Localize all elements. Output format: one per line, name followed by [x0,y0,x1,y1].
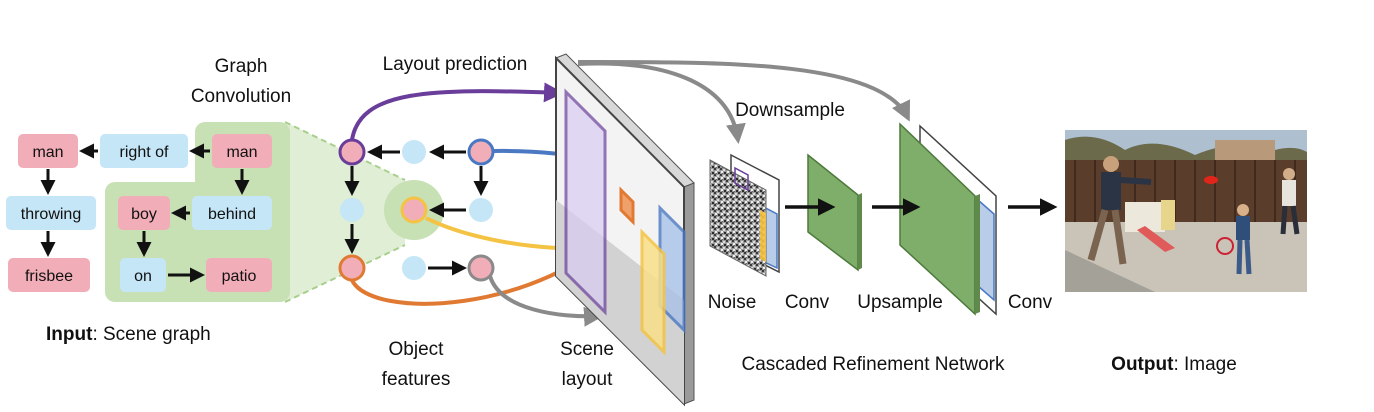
output-caption: Output: Image [1111,354,1237,375]
scene-layout-label-1: Scene [560,339,614,360]
feature-node-orange [338,254,366,282]
svg-text:frisbee: frisbee [25,268,73,285]
node-frisbee: frisbee [8,258,90,292]
layout-prediction-label: Layout prediction [383,54,528,75]
node-throwing: throwing [6,196,96,230]
scene-layout: Layout prediction Scene layout [383,53,695,407]
conv-label-2: Conv [1008,292,1053,313]
upsample-label: Upsample [857,292,943,313]
svg-text:throwing: throwing [21,206,81,223]
object-features-label-1: Object [389,339,445,360]
conv-label-1: Conv [785,292,830,313]
conv-block-1 [807,153,859,272]
gray-route [488,275,604,327]
feature-node-rel-1 [402,140,426,164]
feature-node-rel-3 [469,198,493,222]
feature-node-rel-4 [402,256,426,280]
node-boy: boy [118,196,170,230]
svg-text:patio: patio [222,268,257,285]
object-features-label-2: features [382,369,451,390]
graph-conv-title-1: Graph [215,56,268,77]
node-man-left: man [18,134,78,168]
svg-text:on: on [134,268,152,285]
graph-convolution: Graph Convolution Object features [191,56,664,390]
feature-node-purple [338,138,366,166]
graph-conv-title-2: Convolution [191,86,291,107]
feature-node-gray [467,254,495,282]
cascaded-refinement-network: Downsample Noise Conv Upsample Conv Casc… [577,59,1058,375]
node-patio: patio [206,258,272,292]
svg-text:right of: right of [120,144,169,161]
downsample-label: Downsample [735,100,845,121]
noise-label: Noise [708,292,757,313]
layout-box-orange [619,186,635,226]
input-caption: Input: Scene graph [46,324,211,345]
node-on: on [120,258,166,292]
output-image: Output: Image [1065,130,1307,375]
node-man-right: man [212,134,272,168]
layout-box-purple [564,88,607,316]
feature-node-yellow [400,196,428,224]
downsample-arrow-2 [577,59,911,122]
svg-text:man: man [226,144,257,161]
svg-text:boy: boy [131,206,157,223]
svg-text:behind: behind [208,206,256,223]
purple-route [350,82,564,141]
feature-node-rel-2 [340,198,364,222]
graph-edges [40,143,250,283]
node-behind: behind [192,196,272,230]
scene-graph: man right of man throwing boy behind fri… [6,121,406,345]
scene-layout-label-2: layout [562,369,613,390]
feature-node-blue [467,138,495,166]
svg-text:man: man [32,144,63,161]
node-right-of: right of [100,134,188,168]
crn-title: Cascaded Refinement Network [742,354,1005,375]
layout-box-yellow [640,228,666,356]
conv-edges [344,144,489,276]
photo-backyard-frisbee-icon [1065,130,1307,292]
